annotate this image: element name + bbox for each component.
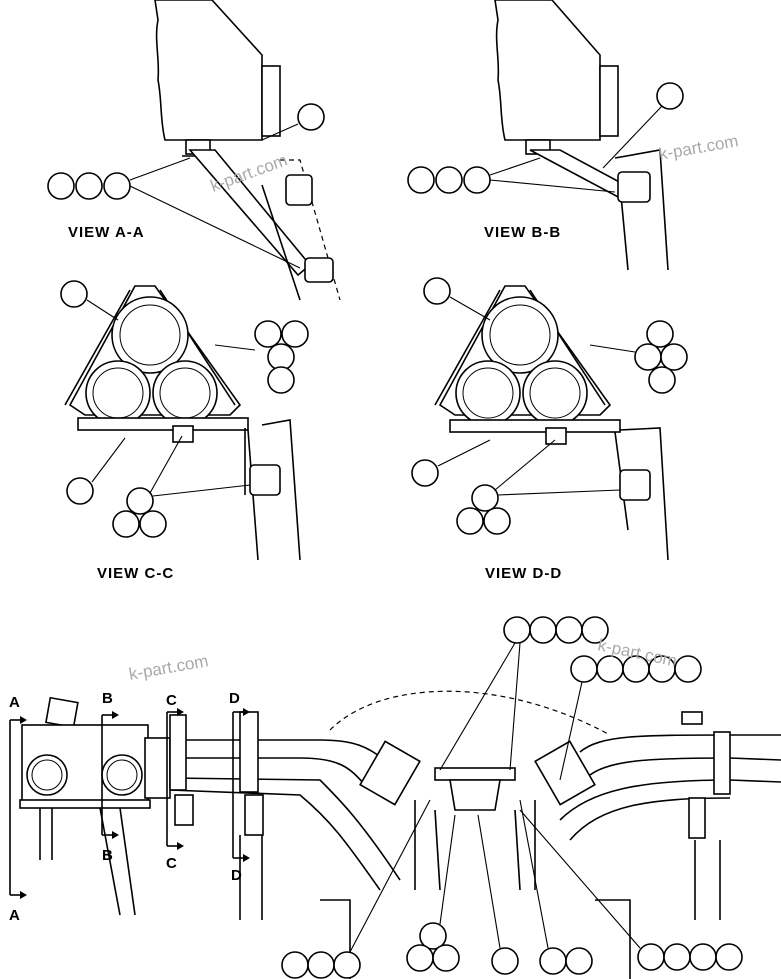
callout-circle (539, 947, 567, 975)
callout-circle (491, 947, 519, 975)
callout-circle (411, 459, 439, 487)
callout-circle (463, 166, 491, 194)
view-dd-label: VIEW D-D (485, 565, 562, 582)
section-marker-a-top: A (9, 694, 20, 711)
callout-circle (254, 320, 282, 348)
view-bb-label: VIEW B-B (484, 224, 561, 241)
callout-circle (307, 951, 335, 979)
callout-circle (663, 943, 691, 971)
callout-circle (432, 944, 460, 972)
section-marker-c-bottom: C (166, 855, 177, 872)
callout-circle (139, 510, 167, 538)
callout-circle (715, 943, 743, 971)
callout-circle (126, 487, 154, 515)
section-marker-a-bottom: A (9, 907, 20, 924)
callout-circle (503, 616, 531, 644)
callout-circle (267, 366, 295, 394)
section-marker-b-top: B (102, 690, 113, 707)
callout-circle (267, 343, 295, 371)
callout-circle (435, 166, 463, 194)
callout-circle (656, 82, 684, 110)
callout-circle (689, 943, 717, 971)
callout-circle (648, 366, 676, 394)
callout-circle (66, 477, 94, 505)
callout-circle (333, 951, 361, 979)
callout-circle (637, 943, 665, 971)
callout-circle (660, 343, 688, 371)
callout-circle (407, 166, 435, 194)
callout-circle (529, 616, 557, 644)
callout-circle (570, 655, 598, 683)
callout-circle (471, 484, 499, 512)
view-dd-drawing (411, 277, 688, 561)
section-marker-d-bottom: D (231, 867, 242, 884)
callout-circle (483, 507, 511, 535)
view-bb-drawing (407, 0, 684, 271)
section-marker-b-bottom: B (102, 847, 113, 864)
callout-circle (555, 616, 583, 644)
callout-circle (297, 103, 325, 131)
callout-circle (75, 172, 103, 200)
callout-circle (456, 507, 484, 535)
callout-circle (596, 655, 624, 683)
view-aa-drawing (47, 0, 341, 301)
callout-circle (634, 343, 662, 371)
callout-circle (406, 944, 434, 972)
view-aa-label: VIEW A-A (68, 224, 145, 241)
callout-circle (281, 320, 309, 348)
callout-circle (646, 320, 674, 348)
section-marker-c-top: C (166, 692, 177, 709)
callout-circle (419, 922, 447, 950)
view-cc-label: VIEW C-C (97, 565, 174, 582)
section-marker-d-top: D (229, 690, 240, 707)
watermark-text: k-part.com (127, 651, 209, 684)
view-cc-drawing (60, 280, 309, 561)
watermark-text: k-part.com (657, 131, 739, 164)
callout-circle (112, 510, 140, 538)
callout-circle (103, 172, 131, 200)
callout-circle (674, 655, 702, 683)
main-assembly-drawing (19, 616, 781, 979)
callout-circle (423, 277, 451, 305)
callout-circle (565, 947, 593, 975)
section-cut-lines (9, 708, 250, 899)
callout-circle (281, 951, 309, 979)
callout-circle (60, 280, 88, 308)
callout-circle (47, 172, 75, 200)
callout-circle (581, 616, 609, 644)
